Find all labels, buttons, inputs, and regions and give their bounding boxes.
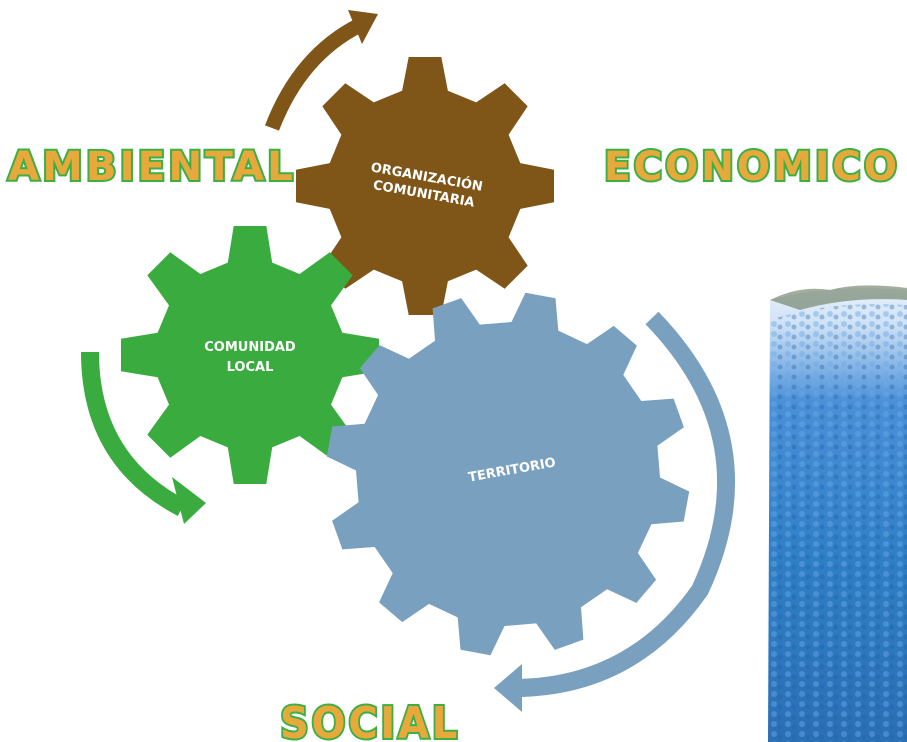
mountain-photo xyxy=(768,285,907,742)
green-cycle-arrow xyxy=(81,351,206,524)
territorio-gear-shape xyxy=(326,292,690,656)
organizacion-gear-shape xyxy=(296,57,554,315)
organizacion-comunitaria-gear xyxy=(296,57,554,315)
comunidad-line2: LOCAL xyxy=(227,360,274,375)
comunidad-gear-shape xyxy=(121,226,379,484)
comunidad-line1: COMUNIDAD xyxy=(204,340,296,355)
brown-cycle-arrow xyxy=(264,10,378,131)
economico-label: ECONOMICO xyxy=(604,144,900,190)
blue-cycle-arrow xyxy=(494,311,736,712)
comunidad-local-gear xyxy=(121,226,379,484)
ambiental-label: AMBIENTAL xyxy=(8,144,296,190)
social-label: SOCIAL xyxy=(280,698,460,742)
territorio-gear xyxy=(326,292,690,656)
